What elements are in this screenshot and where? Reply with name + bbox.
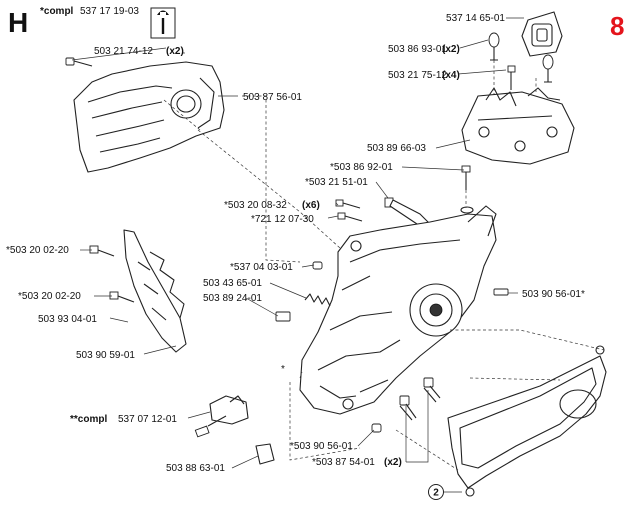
page-number: 8 (610, 11, 624, 41)
tool-kit-number: 537 17 19-03 (80, 6, 139, 17)
callout-qty: (x6) (302, 200, 320, 211)
callout-qty: (x2) (442, 44, 460, 55)
callout-label: *537 04 03-01 (230, 262, 293, 273)
callout-qty: 537 07 12-01 (118, 414, 177, 425)
callout-label: *503 87 54-01 (312, 457, 375, 468)
section-letter: H (8, 7, 28, 38)
callout-label: 503 21 74-12 (94, 46, 153, 57)
bolt-part (423, 377, 441, 403)
bracket-part (521, 11, 563, 57)
callout-qty: (x2) (166, 46, 184, 57)
callout-qty: (x4) (442, 70, 460, 81)
tool-kit-label: *compl (40, 6, 74, 17)
circled-number-marker: 2 (428, 484, 444, 500)
washer-part (460, 206, 474, 214)
alignment-lines (163, 60, 605, 471)
callout-label: 503 21 75-12 (388, 70, 447, 81)
callout-label: 503 93 04-01 (38, 314, 97, 325)
callout-label: 503 90 59-01 (76, 350, 135, 361)
nut-part (255, 443, 275, 465)
callout-label: *503 90 56-01 (290, 441, 353, 452)
screw-part (461, 165, 471, 190)
spring-part (304, 293, 331, 307)
callout-qty: (x2) (384, 457, 402, 468)
svg-text:2: 2 (433, 488, 439, 499)
bolt-part (399, 395, 417, 421)
pin-part (371, 423, 382, 433)
callout-label: 503 90 56-01* (522, 289, 585, 300)
leader-lines (71, 17, 524, 493)
screw-part (89, 245, 115, 257)
callout-label: *503 21 51-01 (305, 177, 368, 188)
screw-part (337, 212, 363, 222)
bolt-part (384, 197, 429, 227)
nut-part (488, 32, 554, 83)
callout-label: *721 12 07-30 (251, 214, 314, 225)
callout-label: *503 86 92-01 (330, 162, 393, 173)
plug-part (275, 311, 291, 322)
callout-label: 537 14 65-01 (446, 13, 505, 24)
callout-label: 503 88 63-01 (166, 463, 225, 474)
callout-label: *503 20 08-32 (224, 200, 287, 211)
asterisk-marker: * (281, 364, 285, 375)
callout-label: 503 89 66-03 (367, 143, 426, 154)
crankcase-part (299, 205, 497, 415)
screw-part (507, 65, 516, 90)
cover-plate-part (73, 61, 225, 173)
gasket-part (447, 345, 607, 497)
callout-label: *503 20 02-20 (18, 291, 81, 302)
callout-label: *503 20 02-20 (6, 245, 69, 256)
screw-part (335, 199, 361, 209)
pin-part (493, 288, 509, 296)
pin-part (312, 261, 323, 270)
callout-label: 503 87 56-01 (243, 92, 302, 103)
callout-label: 503 86 93-01 (388, 44, 447, 55)
callout-label: 503 89 24-01 (203, 293, 262, 304)
mount-plate-part (461, 87, 575, 165)
callout-label: **compl (70, 414, 107, 425)
callout-labels: 537 14 65-01 503 86 93-01 (x2) 503 21 75… (6, 13, 585, 474)
screw-part (109, 291, 135, 303)
chain-catcher-part (123, 229, 187, 353)
callout-label: 503 43 65-01 (203, 278, 262, 289)
wrench-icon (150, 7, 176, 39)
chain-adjuster-part (194, 395, 249, 438)
